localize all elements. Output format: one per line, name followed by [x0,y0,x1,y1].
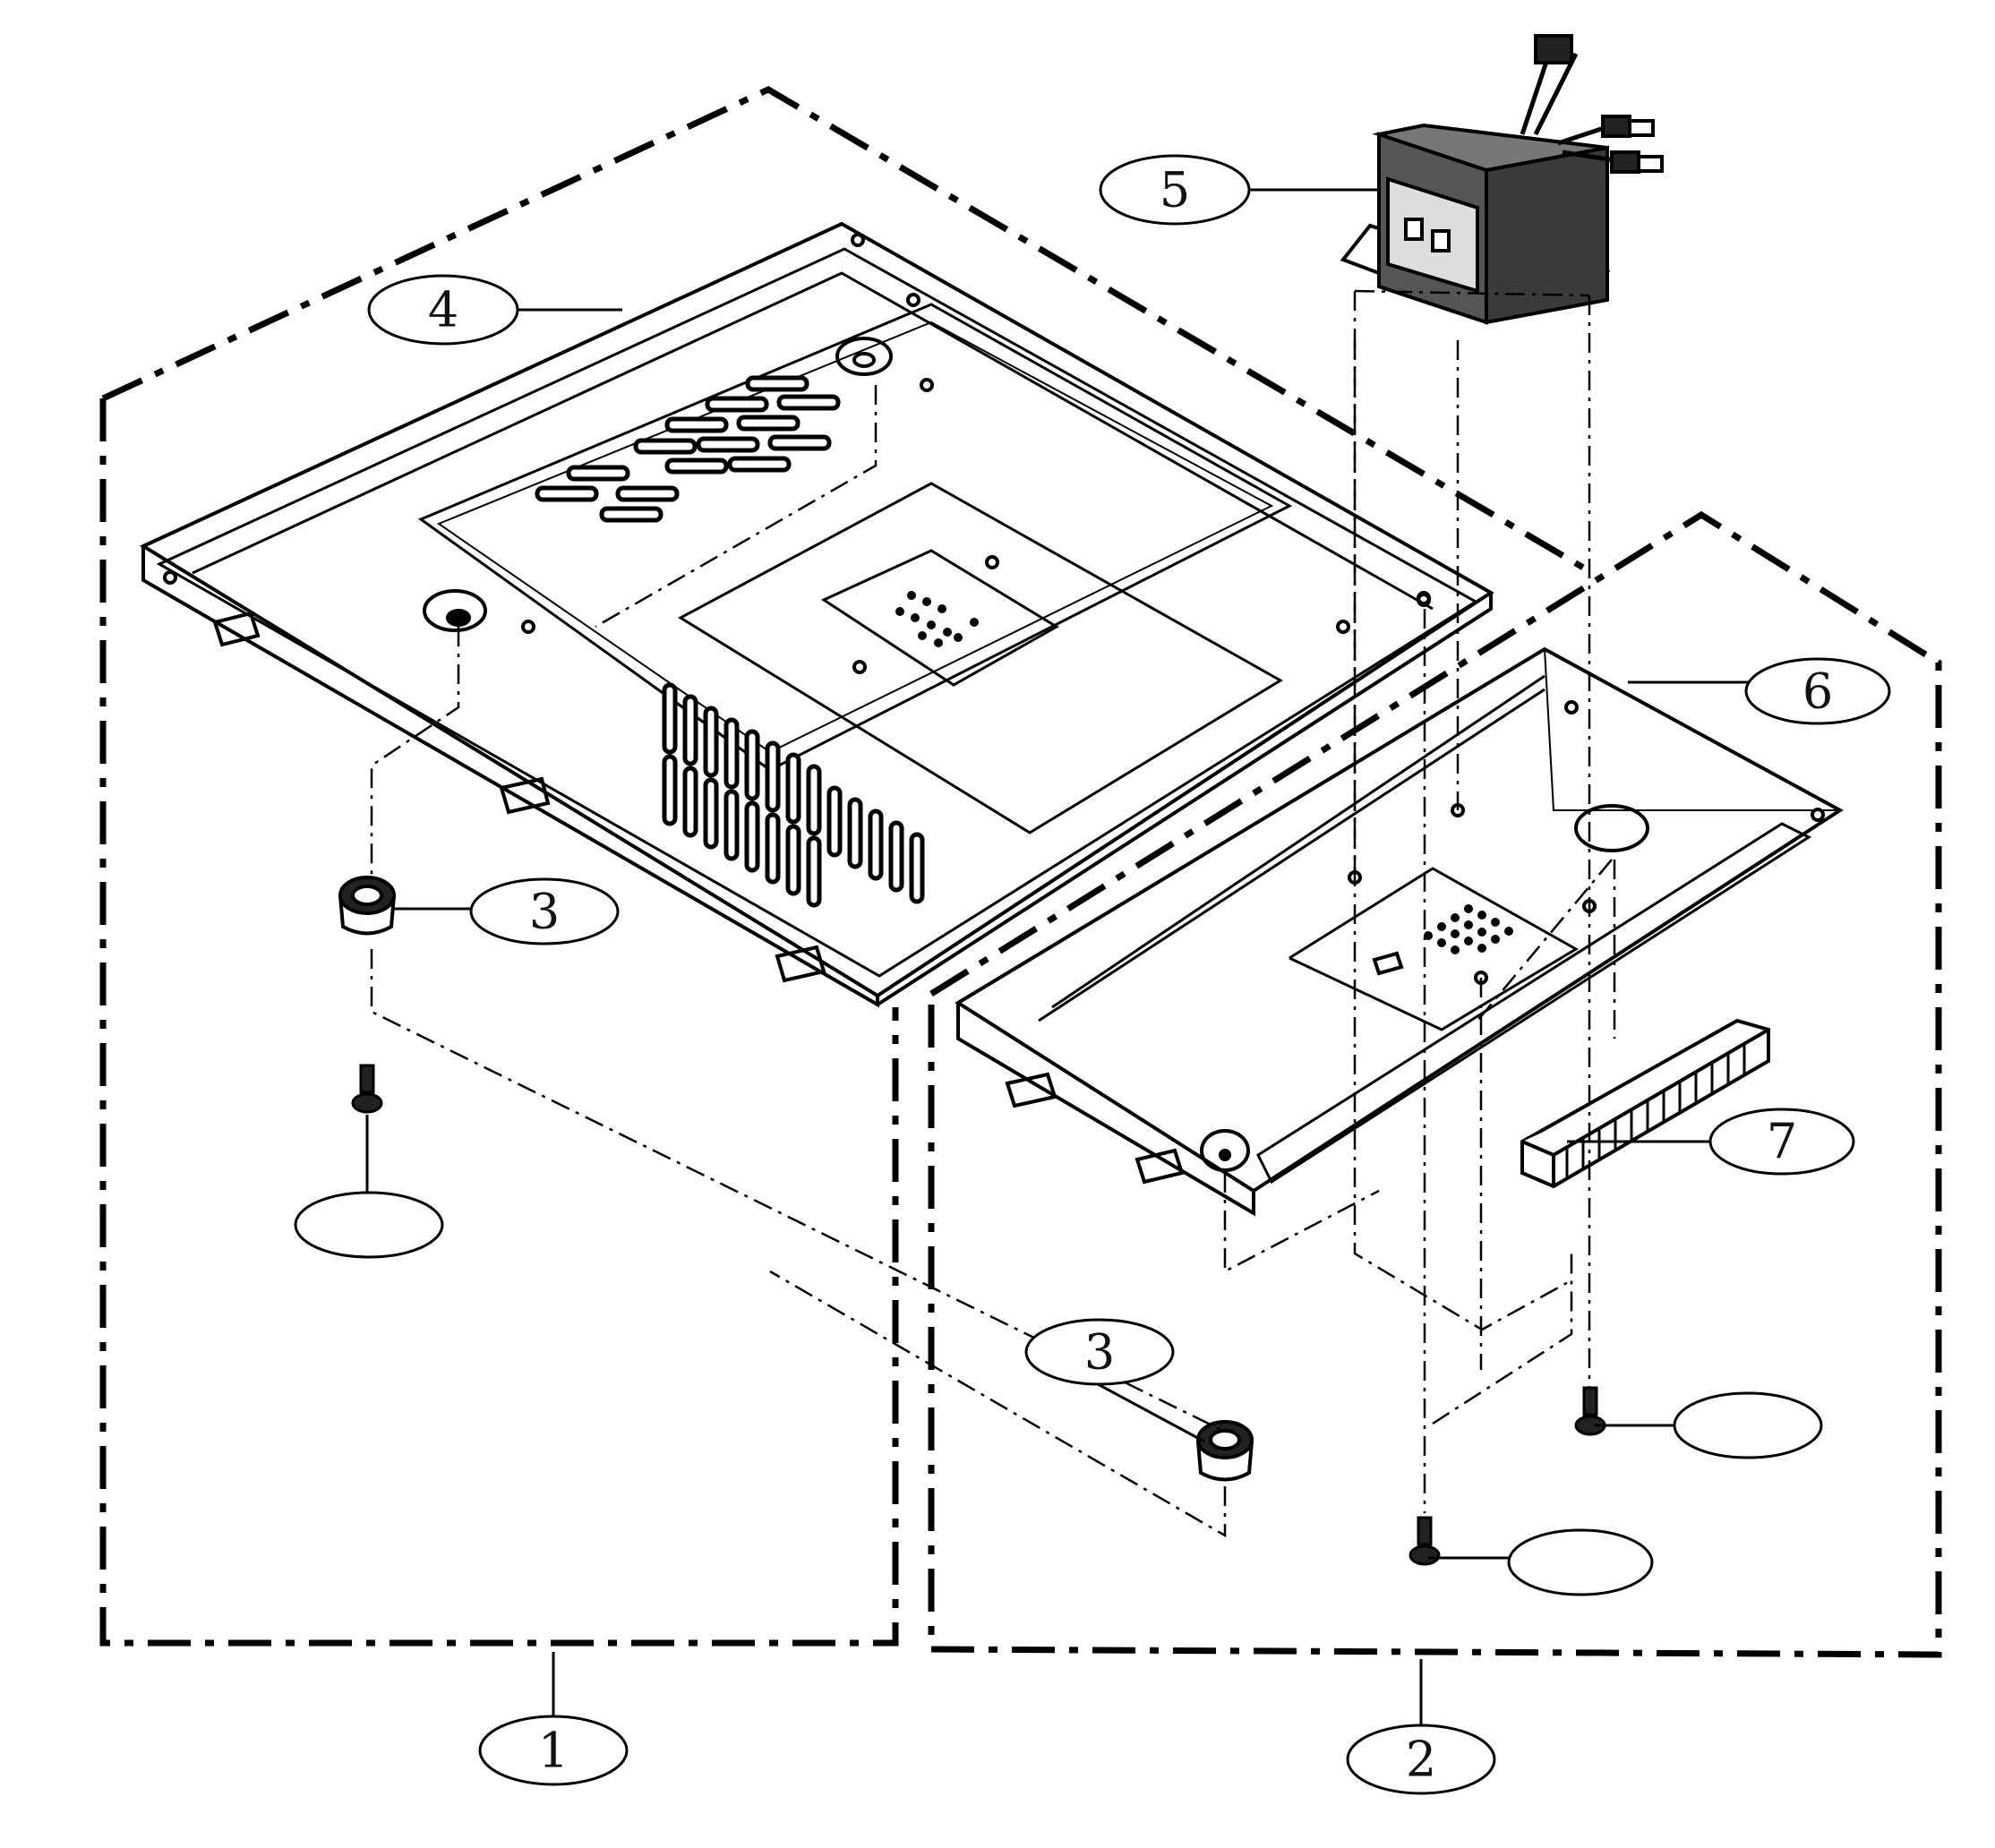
screw-left [351,1064,383,1114]
foot-right [1196,1420,1254,1482]
assembly-boundary-1 [99,86,1587,1647]
callout-4: 4 [367,274,519,346]
callout-3-right: 3 [1024,1318,1175,1386]
callout-3-right-label: 3 [1084,1324,1115,1381]
screw-right [1574,1386,1606,1436]
callout-5-label: 5 [1160,162,1190,218]
foot-left [338,876,396,936]
vent-slots-top [535,375,841,523]
base-tray-right [955,593,1844,1217]
callout-3-left-label: 3 [529,884,560,940]
callout-screw-left [294,1191,444,1259]
assembly-boundary-2 [928,510,1942,1658]
callout-1-label: 1 [538,1723,569,1779]
callout-2: 2 [1346,1724,1496,1795]
leader-lines [365,188,1751,1728]
callout-6: 6 [1744,657,1891,725]
callout-screw-right [1673,1391,1823,1459]
callout-7: 7 [1708,1108,1855,1176]
callout-7-label: 7 [1767,1114,1797,1170]
callout-3-left: 3 [469,877,620,945]
callout-4-label: 4 [428,282,458,338]
callout-5: 5 [1099,154,1251,226]
screw-middle [1408,1516,1441,1566]
callout-2-label: 2 [1406,1732,1436,1788]
vent-slots-side [662,682,925,908]
gasket-strip [1520,1018,1770,1189]
transformer [1340,34,1664,325]
assembly-lines [370,289,1616,1538]
callout-screw-middle [1507,1528,1654,1596]
callout-1: 1 [478,1715,629,1786]
callout-6-label: 6 [1802,663,1833,720]
